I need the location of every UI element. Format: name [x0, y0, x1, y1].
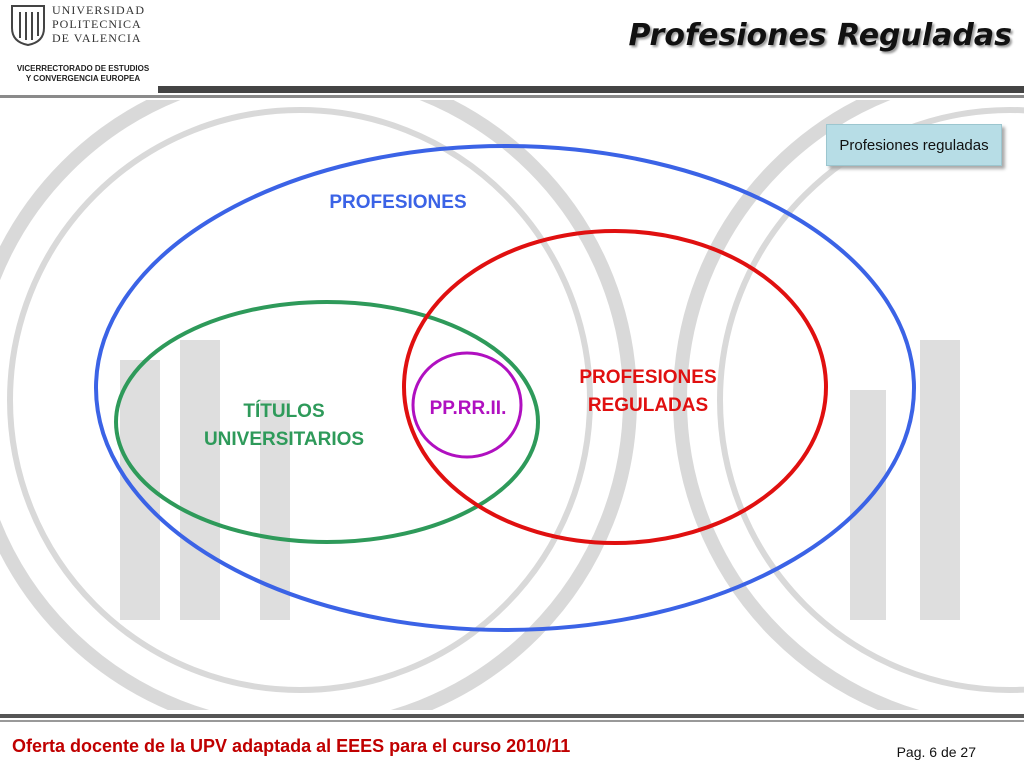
profesiones-label: PROFESIONES: [329, 192, 466, 213]
footer-caption: Oferta docente de la UPV adaptada al EEE…: [12, 736, 571, 756]
reguladas-label-line-1: PROFESIONES: [579, 367, 716, 388]
footer-divider: [0, 714, 1024, 718]
reguladas-ellipse: [402, 229, 828, 545]
topic-tag: Profesiones reguladas: [826, 124, 1002, 166]
reguladas-label-line-2: REGULADAS: [588, 395, 708, 416]
vicerrectorado-line-1: VICERRECTORADO DE ESTUDIOS: [16, 64, 150, 73]
logo-line-1: UNIVERSIDAD: [52, 3, 145, 17]
page-number: Pag. 6 de 27: [896, 744, 976, 760]
logo-line-2: POLITECNICA: [52, 17, 142, 31]
pprrii-label: PP.RR.II.: [430, 398, 507, 419]
slide-title: Profesiones Reguladas: [628, 18, 1012, 53]
titulos-ellipse: [114, 300, 540, 544]
footer-divider-thin: [0, 720, 1024, 722]
logo-line-3: DE VALENCIA: [52, 31, 142, 45]
shield-icon: [11, 5, 45, 46]
titulos-label-line-1: TÍTULOS: [243, 400, 324, 422]
pprrii-ellipse: [411, 351, 523, 459]
profesiones-ellipse: [94, 144, 916, 632]
university-logo: UNIVERSIDAD POLITECNICA DE VALENCIA VICE…: [6, 2, 156, 87]
header-divider-thin: [0, 95, 1024, 98]
titulos-label-line-2: UNIVERSITARIOS: [204, 429, 364, 450]
header-divider: [158, 86, 1024, 93]
vicerrectorado-line-2: Y CONVERGENCIA EUROPEA: [25, 74, 141, 83]
seal-watermark: [0, 100, 1024, 710]
